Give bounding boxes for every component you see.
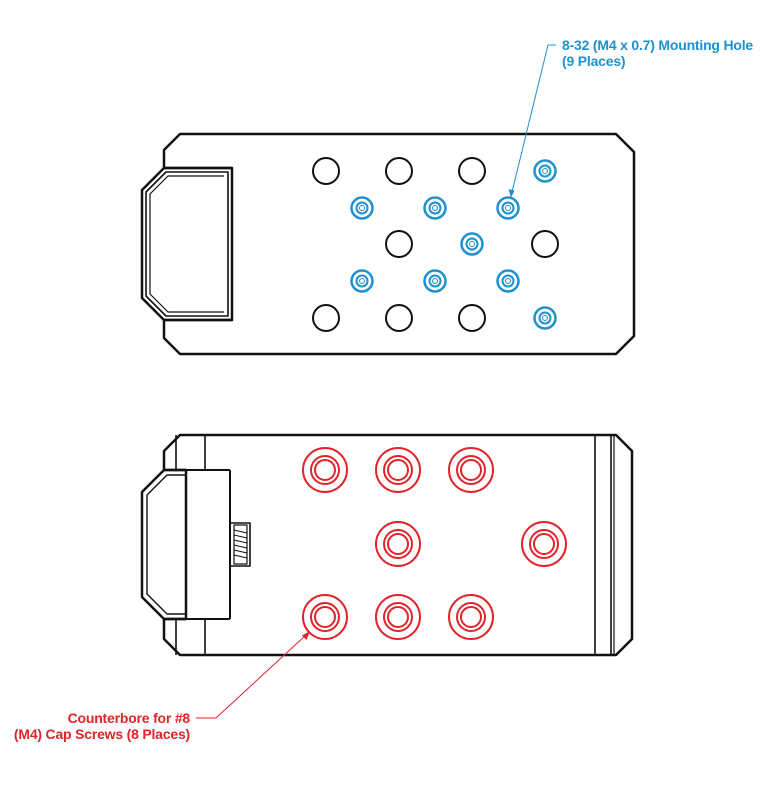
- bottom-view-counterbores: [302, 447, 567, 640]
- top-callout-leader: [508, 44, 556, 198]
- plain-hole: [385, 304, 413, 332]
- plain-hole: [531, 230, 559, 258]
- mounting-hole: [423, 269, 447, 293]
- mounting-hole: [533, 159, 557, 183]
- top-view-body-outline: [162, 132, 636, 356]
- counterbore: [375, 521, 421, 567]
- bottom-view: [140, 433, 634, 657]
- mounting-hole-callout: 8-32 (M4 x 0.7) Mounting Hole (9 Places): [562, 37, 753, 69]
- bottom-view-clamp-outer: [140, 468, 186, 621]
- mounting-hole: [460, 232, 484, 256]
- plain-hole: [385, 157, 413, 185]
- mounting-hole: [350, 196, 374, 220]
- mounting-hole: [423, 196, 447, 220]
- counterbore-callout-line2: (M4) Cap Screws (8 Places): [13, 726, 190, 742]
- mounting-hole: [496, 269, 520, 293]
- mounting-hole: [533, 306, 557, 330]
- top-view-clamp-inner-2: [149, 175, 224, 313]
- top-view: [140, 132, 636, 356]
- counterbore: [302, 594, 348, 640]
- mounting-hole-callout-line1: 8-32 (M4 x 0.7) Mounting Hole: [562, 37, 753, 53]
- counterbore-callout-line1: Counterbore for #8: [67, 710, 191, 726]
- mounting-hole: [350, 269, 374, 293]
- top-view-mounting-holes: [350, 159, 557, 330]
- plain-hole: [312, 157, 340, 185]
- counterbore: [448, 594, 494, 640]
- set-screw: [229, 522, 251, 567]
- counterbore: [521, 521, 567, 567]
- plain-hole: [458, 157, 486, 185]
- plain-hole: [312, 304, 340, 332]
- counterbore: [448, 447, 494, 493]
- top-view-plain-holes: [312, 157, 559, 332]
- mounting-hole-callout-line2: (9 Places): [562, 53, 626, 69]
- top-view-clamp-inner: [145, 171, 229, 317]
- bottom-callout-leader: [196, 631, 310, 719]
- bottom-view-clamp-inner: [146, 474, 186, 615]
- top-view-clamp-outer: [140, 166, 232, 322]
- counterbore: [375, 447, 421, 493]
- counterbore: [302, 447, 348, 493]
- counterbore: [375, 594, 421, 640]
- counterbore-callout: Counterbore for #8 (M4) Cap Screws (8 Pl…: [14, 710, 190, 742]
- plain-hole: [385, 230, 413, 258]
- mounting-hole: [496, 196, 520, 220]
- plain-hole: [458, 304, 486, 332]
